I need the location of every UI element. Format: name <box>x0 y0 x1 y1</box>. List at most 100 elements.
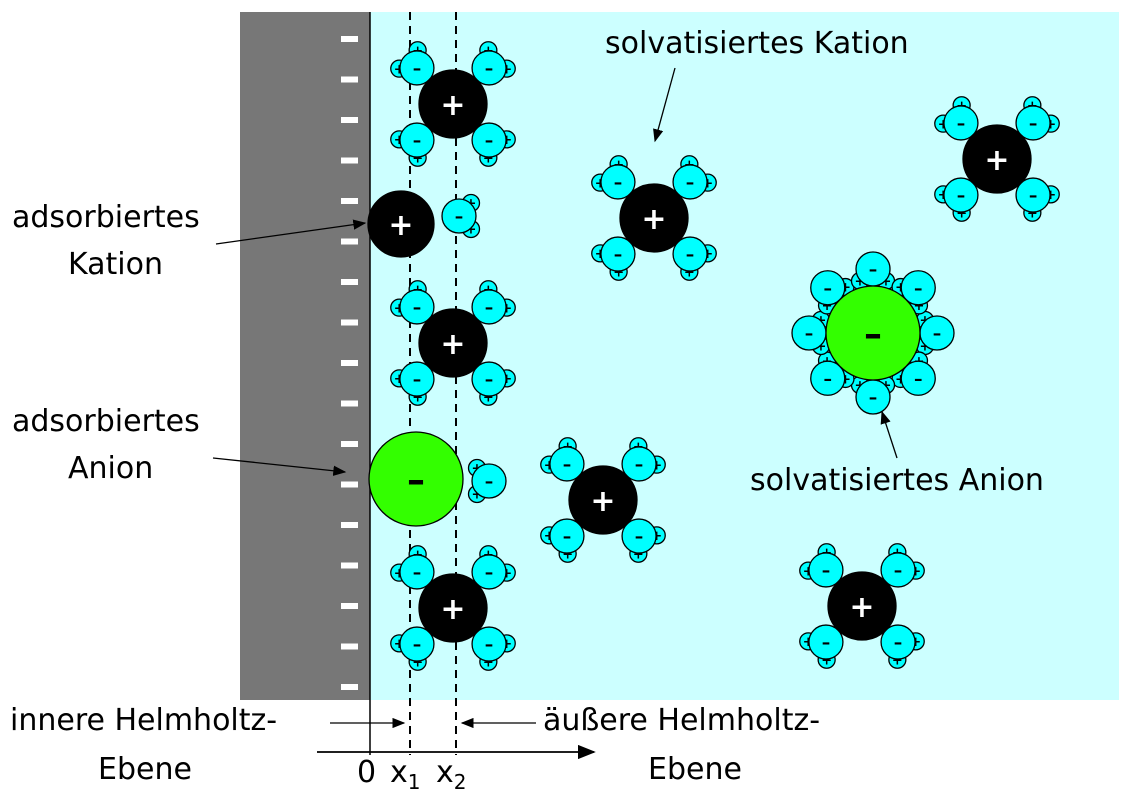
surface-negative-charge <box>341 481 358 488</box>
oxygen-atom <box>471 554 507 590</box>
oxygen-atom <box>943 177 979 213</box>
oxygen-minus-sign: – <box>485 59 494 79</box>
water-molecule: ++– <box>467 458 507 504</box>
surface-negative-charge <box>341 36 358 42</box>
oxygen-minus-sign: – <box>894 561 903 581</box>
oxygen-atom <box>441 198 477 234</box>
surface-negative-charge <box>341 643 358 650</box>
oxygen-minus-sign: – <box>869 388 878 408</box>
arrow-to-solvated-cation <box>653 67 676 143</box>
water-molecule: ++– <box>850 251 896 291</box>
hydrogen-plus-sign: + <box>938 117 949 132</box>
water-molecule: ++– <box>591 155 636 200</box>
surface-negative-charge <box>341 684 358 690</box>
hydrogen-plus-sign: + <box>544 529 555 544</box>
oxygen-atom <box>900 360 936 396</box>
oxygen-atom <box>471 50 507 86</box>
arrow-to-solvated-anion <box>880 410 898 459</box>
label-solvated-anion: solvatisiertes Anion <box>750 463 1044 498</box>
water-molecule: ++– <box>791 310 831 356</box>
oxygen-minus-sign: – <box>413 131 422 151</box>
hydrogen-plus-sign: + <box>651 529 662 544</box>
oxygen-minus-sign: – <box>957 186 966 206</box>
electrode <box>240 12 370 700</box>
cation-plus-sign: + <box>641 202 666 237</box>
oxygen-minus-sign: – <box>869 260 878 280</box>
oxygen-minus-sign: – <box>914 279 923 299</box>
oxygen-minus-sign: – <box>485 472 494 492</box>
water-molecule: ++– <box>672 236 717 281</box>
cation-core <box>962 124 1032 194</box>
oxygen-minus-sign: – <box>914 369 923 389</box>
hydrogen-plus-sign: + <box>501 301 512 316</box>
hydrogen-plus-sign: + <box>822 299 833 314</box>
hydrogen-plus-sign: + <box>501 372 512 387</box>
surface-negative-charge <box>341 279 358 285</box>
oxygen-minus-sign: – <box>823 279 832 299</box>
water-molecule: ++– <box>799 543 844 588</box>
hydrogen-plus-sign: + <box>914 299 925 314</box>
hydrogen-plus-sign: + <box>803 564 814 579</box>
water-molecule: ++– <box>672 155 717 200</box>
surface-negative-charge <box>341 603 358 609</box>
oxygen-atom <box>399 289 435 325</box>
oxygen-minus-sign: – <box>455 207 464 227</box>
axis-x2-label: x2 <box>436 755 467 794</box>
surface-negative-charge <box>341 522 358 528</box>
hydrogen-plus-sign: + <box>483 390 494 405</box>
oxygen-minus-sign: – <box>413 59 422 79</box>
anion-minus-sign: – <box>407 460 425 501</box>
cation-core <box>418 573 488 643</box>
oxygen-minus-sign: – <box>805 324 814 344</box>
label-outer-helmholtz-line1: äußere Helmholtz- <box>543 703 821 738</box>
solvated-cation: ++–++–++–++–+ <box>390 545 516 671</box>
hydrogen-plus-sign: + <box>562 547 573 562</box>
hydrogen-plus-sign: + <box>394 301 405 316</box>
water-molecule: + +– <box>540 518 585 563</box>
oxygen-atom <box>1015 177 1051 213</box>
water-molecule: ++– <box>441 193 481 239</box>
hydrogen-plus-sign: + <box>920 340 931 355</box>
oxygen-minus-sign: – <box>563 527 572 547</box>
water-molecule: ++– <box>390 41 435 86</box>
oxygen-atom <box>810 360 846 396</box>
hydrogen-plus-sign: + <box>702 176 713 191</box>
hydrogen-plus-sign: + <box>394 637 405 652</box>
hydrogen-plus-sign: + <box>412 390 423 405</box>
oxygen-atom <box>672 164 708 200</box>
anion-core <box>368 431 464 527</box>
hydrogen-plus-sign: + <box>501 637 512 652</box>
oxygen-minus-sign: – <box>933 324 942 344</box>
water-molecule: ++– <box>891 270 936 315</box>
oxygen-minus-sign: – <box>823 369 832 389</box>
cation-plus-sign: + <box>440 592 465 627</box>
oxygen-atom <box>672 236 708 272</box>
hydrogen-plus-sign: + <box>613 265 624 280</box>
oxygen-minus-sign: – <box>822 633 831 653</box>
hydrogen-plus-sign: + <box>881 275 892 290</box>
surface-negative-charge <box>341 360 358 366</box>
oxygen-atom <box>600 164 636 200</box>
oxygen-minus-sign: – <box>413 635 422 655</box>
oxygen-atom <box>621 518 657 554</box>
solvated-cation: ++–++–++–++–+ <box>390 41 516 167</box>
cation-plus-sign: + <box>984 143 1009 178</box>
hydrogen-plus-sign: + <box>595 176 606 191</box>
water-molecule: ++– <box>891 351 936 396</box>
surface-negative-charge <box>341 319 358 326</box>
water-molecule: ++– <box>934 96 979 141</box>
oxygen-minus-sign: – <box>635 527 644 547</box>
solvated-cation: ++–++–++–++–+ <box>934 96 1060 222</box>
hydrogen-plus-sign: + <box>684 265 695 280</box>
axis-x1-main: x <box>390 755 408 790</box>
hydrogen-plus-sign: + <box>483 655 494 670</box>
axis-x1-subscript: 1 <box>407 770 421 794</box>
oxygen-minus-sign: – <box>614 245 623 265</box>
axis-x1-label: x1 <box>390 755 421 794</box>
oxygen-atom <box>471 361 507 397</box>
water-molecule: ++– <box>471 122 516 167</box>
hydrogen-plus-sign: + <box>394 566 405 581</box>
oxygen-minus-sign: – <box>413 563 422 583</box>
anion-core <box>825 285 921 381</box>
water-molecule: ++– <box>810 270 855 315</box>
